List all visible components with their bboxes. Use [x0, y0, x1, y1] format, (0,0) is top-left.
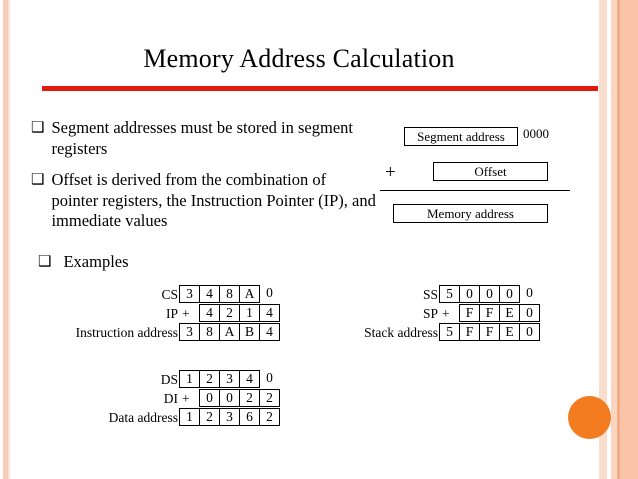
- right-edge-stripe-1: [599, 0, 607, 479]
- example-digit-cell: 3: [219, 370, 240, 388]
- example-digit-cell: 4: [199, 304, 220, 322]
- title-underline-rule: [42, 86, 598, 91]
- offset-box: Offset: [433, 162, 548, 181]
- example-digit-cell: 8: [199, 323, 220, 341]
- example-digit-cell: 2: [259, 408, 280, 426]
- example-digit-cell: 3: [219, 408, 240, 426]
- example-digit-cell: 2: [259, 389, 280, 407]
- square-bullet-icon: ❑: [31, 172, 45, 188]
- example-digit-cell: F: [459, 323, 480, 341]
- right-edge-stripe-2: [611, 0, 617, 479]
- example-digit-cell: 0: [266, 285, 273, 300]
- bullet-item-offset-derivation: ❑ Offset is derived from the combination…: [31, 170, 376, 232]
- example-row-label: Data address: [108, 410, 178, 425]
- example-digit-cell: 4: [259, 304, 280, 322]
- example-digit-cell: A: [239, 285, 260, 303]
- bullet-item-segment-addresses: ❑ Segment addresses must be stored in se…: [31, 118, 361, 159]
- bullet-text: Segment addresses must be stored in segm…: [51, 118, 353, 158]
- example-row-label: Instruction address: [75, 325, 178, 340]
- bullet-item-examples: ❑ Examples: [38, 252, 238, 273]
- example-digit-cell: 2: [199, 370, 220, 388]
- example-digit-cell: 1: [179, 370, 200, 388]
- bullet-text: Examples: [63, 252, 129, 271]
- diagram-sum-rule: [380, 190, 570, 191]
- example-digit-cell: 0: [479, 285, 500, 303]
- example-digit-cell: 4: [199, 285, 220, 303]
- example-digit-cell: 0: [499, 285, 520, 303]
- example-digit-cell: 1: [239, 304, 260, 322]
- example-row-label: SP: [422, 306, 438, 321]
- right-edge-stripe-3: [617, 0, 620, 479]
- example-row-label: DS: [160, 372, 178, 387]
- example-digit-cell: 3: [179, 285, 200, 303]
- example-row-label: SS: [422, 287, 438, 302]
- example-row-label: CS: [161, 287, 178, 302]
- example-digit-cell: 0: [459, 285, 480, 303]
- memory-address-box: Memory address: [393, 204, 548, 223]
- example-plus-operator: +: [182, 306, 190, 321]
- example-digit-cell: 2: [219, 304, 240, 322]
- example-digit-cell: 4: [239, 370, 260, 388]
- orange-circle-decoration: [568, 396, 611, 439]
- left-edge-stripe-inner: [8, 0, 10, 479]
- example-plus-operator: +: [182, 391, 190, 406]
- example-digit-cell: A: [219, 323, 240, 341]
- plus-operator: +: [385, 162, 396, 183]
- example-digit-cell: 3: [179, 323, 200, 341]
- example-digit-cell: E: [499, 304, 520, 322]
- example-digit-cell: F: [459, 304, 480, 322]
- example-digit-cell: [179, 389, 200, 407]
- page-title: Memory Address Calculation: [143, 44, 455, 73]
- example-digit-cell: F: [479, 304, 500, 322]
- example-digit-cell: [439, 304, 460, 322]
- segment-address-box: Segment address: [404, 127, 518, 146]
- right-edge-stripe-4: [620, 0, 638, 479]
- example-row-label: Stack address: [364, 325, 438, 340]
- example-digit-cell: 2: [199, 408, 220, 426]
- example-digit-cell: 8: [219, 285, 240, 303]
- example-digit-cell: 0: [199, 389, 220, 407]
- left-edge-stripe: [3, 0, 8, 479]
- segment-trailing-zeros: 0000: [523, 126, 549, 141]
- square-bullet-icon: ❑: [38, 254, 52, 270]
- example-digit-cell: 2: [239, 389, 260, 407]
- example-row-label: DI: [163, 391, 178, 406]
- example-plus-operator: +: [442, 306, 450, 321]
- example-digit-cell: 1: [179, 408, 200, 426]
- example-digit-cell: E: [499, 323, 520, 341]
- square-bullet-icon: ❑: [31, 120, 45, 136]
- example-digit-cell: 0: [519, 323, 540, 341]
- example-digit-cell: 0: [519, 304, 540, 322]
- example-digit-cell: 0: [219, 389, 240, 407]
- example-digit-cell: 0: [526, 285, 533, 300]
- example-row-label: IP: [165, 306, 178, 321]
- example-digit-cell: 6: [239, 408, 260, 426]
- example-digit-cell: B: [239, 323, 260, 341]
- example-digit-cell: F: [479, 323, 500, 341]
- bullet-text: Offset is derived from the combination o…: [51, 170, 376, 230]
- example-digit-cell: 5: [439, 323, 460, 341]
- example-digit-cell: [179, 304, 200, 322]
- example-digit-cell: 5: [439, 285, 460, 303]
- example-digit-cell: 4: [259, 323, 280, 341]
- example-digit-cell: 0: [266, 370, 273, 385]
